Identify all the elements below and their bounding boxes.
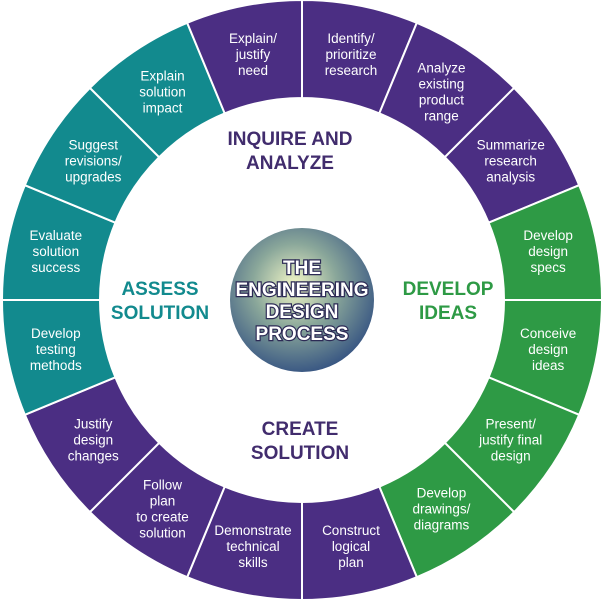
segment-label-line: specs xyxy=(531,260,567,275)
segment-label-line: Follow xyxy=(143,478,182,493)
phase-label-assess: ASSESS SOLUTION xyxy=(111,279,209,324)
segment-label-line: skills xyxy=(238,555,267,570)
phases-layer: INQUIRE AND ANALYZE DEVELOP IDEAS CREATE SOLU… xyxy=(111,129,494,464)
segment-label-line: Develop xyxy=(523,228,573,243)
phase-label-line: CREATE xyxy=(262,419,339,440)
segment-label-line: to create xyxy=(136,510,189,525)
segment-label-line: analysis xyxy=(486,170,535,185)
segment-label-line: product xyxy=(419,92,464,107)
center-title-line: ENGINEERING xyxy=(235,280,368,301)
segment-construct-logical-plan xyxy=(301,485,419,600)
phase-label-line: IDEAS xyxy=(419,303,477,324)
segment-label-line: solution xyxy=(139,526,186,541)
segment-explain-justify-need xyxy=(185,0,303,115)
segment-label-line: success xyxy=(31,260,80,275)
segment-label-line: prioritize xyxy=(325,47,376,62)
center-core-circle xyxy=(230,228,374,372)
segment-label-line: solution xyxy=(139,84,186,99)
phase-label-inquire: INQUIRE AND ANALYZE xyxy=(228,129,353,174)
segment-label-line: solution xyxy=(33,244,80,259)
segment-label-line: Summarize xyxy=(477,138,545,153)
center-title-line: DESIGN xyxy=(266,302,339,323)
segment-label-line: existing xyxy=(419,76,465,91)
segment-label-line: upgrades xyxy=(65,170,122,185)
segment-label-line: Develop xyxy=(31,326,81,341)
segment-label-line: Present/ xyxy=(486,416,537,431)
phase-label-line: DEVELOP xyxy=(403,279,494,300)
segment-label-line: revisions/ xyxy=(65,154,122,169)
phase-label-line: SOLUTION xyxy=(111,303,209,324)
segment-label-line: testing xyxy=(36,342,76,357)
segment-label-line: changes xyxy=(68,448,119,463)
segment-label-line: justify xyxy=(235,47,271,62)
phase-label-line: ASSESS xyxy=(121,279,198,300)
segment-label-line: Evaluate xyxy=(30,228,83,243)
phase-label-create: CREATE SOLUTION xyxy=(251,419,349,464)
segment-label-line: Analyze xyxy=(417,60,465,75)
segment-label-line: design xyxy=(73,432,113,447)
segment-label-line: ideas xyxy=(532,358,565,373)
segment-label-line: Conceive xyxy=(520,326,576,341)
segment-label-line: plan xyxy=(150,494,176,509)
segment-label-line: Suggest xyxy=(69,138,119,153)
segment-label-line: logical xyxy=(332,539,370,554)
segment-label-line: Justify xyxy=(74,416,113,431)
phase-label-line: INQUIRE AND xyxy=(228,129,353,150)
segment-label-line: research xyxy=(484,154,537,169)
segment-label-line: justify final xyxy=(478,432,542,447)
phase-label-line: SOLUTION xyxy=(251,443,349,464)
segment-label-line: Construct xyxy=(322,523,380,538)
segment-label-line: Identify/ xyxy=(327,31,375,46)
segment-label-line: design xyxy=(528,244,568,259)
segment-label-line: Explain/ xyxy=(229,31,277,46)
segment-label-line: Demonstrate xyxy=(214,523,291,538)
center-title-line: THE xyxy=(283,258,321,279)
segment-label-line: design xyxy=(491,448,531,463)
segment-label-line: impact xyxy=(143,100,183,115)
segment-label-line: drawings/ xyxy=(413,502,471,517)
center-title-line: PROCESS xyxy=(256,324,349,345)
segment-label-line: research xyxy=(325,63,378,78)
phase-label-line: ANALYZE xyxy=(246,153,334,174)
segment-label-line: technical xyxy=(226,539,279,554)
segment-label-line: diagrams xyxy=(414,518,470,533)
segment-label-line: methods xyxy=(30,358,82,373)
segment-label-line: range xyxy=(424,108,459,123)
segment-label-line: Explain xyxy=(140,68,184,83)
segment-label-line: Develop xyxy=(417,486,467,501)
segment-label-line: need xyxy=(238,63,268,78)
phase-label-develop: DEVELOP IDEAS xyxy=(403,279,494,324)
segment-label-line: plan xyxy=(338,555,364,570)
segment-label-line: design xyxy=(528,342,568,357)
